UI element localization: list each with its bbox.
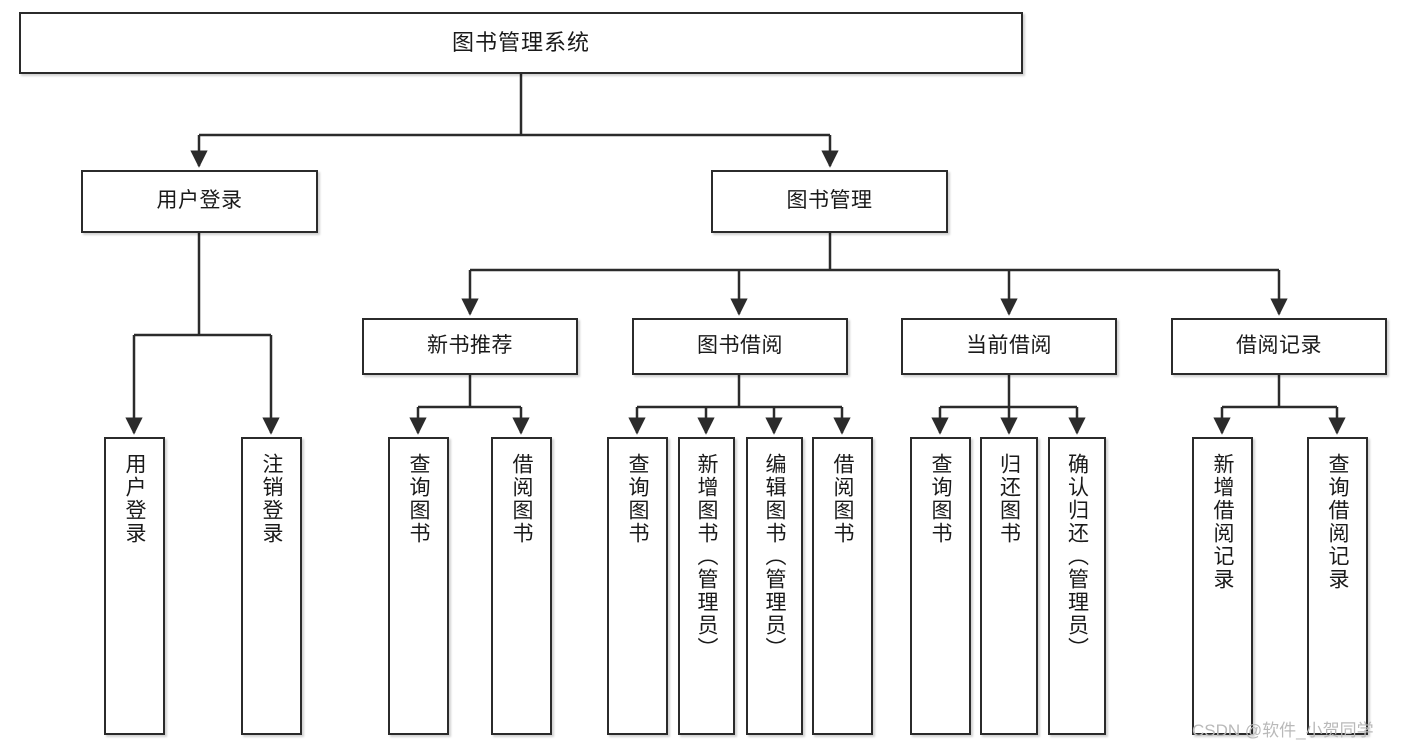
node-book-borrow-label: 图书借阅 xyxy=(697,334,783,358)
node-leaf-confirm-return[interactable]: 确认归还（管理员） xyxy=(1048,437,1106,735)
node-leaf-query-record[interactable]: 查询借阅记录 xyxy=(1307,437,1368,735)
node-leaf-user-login[interactable]: 用户登录 xyxy=(104,437,165,735)
node-book-borrow[interactable]: 图书借阅 xyxy=(632,318,848,375)
node-leaf-user-logout[interactable]: 注销登录 xyxy=(241,437,302,735)
node-leaf-add-book[interactable]: 新增图书（管理员） xyxy=(678,437,735,735)
node-user-login-label: 用户登录 xyxy=(156,189,243,213)
node-book-manage-label: 图书管理 xyxy=(786,189,873,213)
node-leaf-user-login-label: 用户登录 xyxy=(123,453,147,545)
node-leaf-query-book-2-label: 查询图书 xyxy=(626,453,650,545)
node-new-book-recommend-label: 新书推荐 xyxy=(427,334,513,358)
node-leaf-query-book-2[interactable]: 查询图书 xyxy=(607,437,668,735)
node-leaf-borrow-book-2[interactable]: 借阅图书 xyxy=(812,437,873,735)
node-leaf-query-book-3-label: 查询图书 xyxy=(929,453,953,545)
node-leaf-add-record-label: 新增借阅记录 xyxy=(1211,453,1235,591)
node-borrow-record[interactable]: 借阅记录 xyxy=(1171,318,1387,375)
node-leaf-borrow-book-2-label: 借阅图书 xyxy=(831,453,855,545)
node-leaf-query-book-3[interactable]: 查询图书 xyxy=(910,437,971,735)
node-leaf-query-book-1[interactable]: 查询图书 xyxy=(388,437,449,735)
node-root[interactable]: 图书管理系统 xyxy=(19,12,1023,74)
csdn-watermark: CSDN @软件_小贺同学 xyxy=(1192,716,1374,741)
node-new-book-recommend[interactable]: 新书推荐 xyxy=(362,318,578,375)
node-leaf-add-record[interactable]: 新增借阅记录 xyxy=(1192,437,1253,735)
node-borrow-record-label: 借阅记录 xyxy=(1236,334,1322,358)
node-leaf-borrow-book-1[interactable]: 借阅图书 xyxy=(491,437,552,735)
node-leaf-return-book-label: 归还图书 xyxy=(997,453,1021,545)
node-leaf-add-book-label: 新增图书（管理员） xyxy=(695,453,719,660)
node-leaf-edit-book-label: 编辑图书（管理员） xyxy=(763,453,787,660)
node-leaf-query-record-label: 查询借阅记录 xyxy=(1326,453,1350,591)
node-leaf-query-book-1-label: 查询图书 xyxy=(407,453,431,545)
node-book-manage[interactable]: 图书管理 xyxy=(711,170,948,233)
csdn-watermark-text: CSDN @软件_小贺同学 xyxy=(1192,721,1374,740)
node-leaf-borrow-book-1-label: 借阅图书 xyxy=(510,453,534,545)
node-root-label: 图书管理系统 xyxy=(451,30,590,56)
node-current-borrow-label: 当前借阅 xyxy=(966,334,1052,358)
node-current-borrow[interactable]: 当前借阅 xyxy=(901,318,1117,375)
node-leaf-edit-book[interactable]: 编辑图书（管理员） xyxy=(746,437,803,735)
node-leaf-confirm-return-label: 确认归还（管理员） xyxy=(1065,453,1089,660)
node-user-login[interactable]: 用户登录 xyxy=(81,170,318,233)
node-leaf-user-logout-label: 注销登录 xyxy=(260,453,284,545)
node-leaf-return-book[interactable]: 归还图书 xyxy=(980,437,1038,735)
